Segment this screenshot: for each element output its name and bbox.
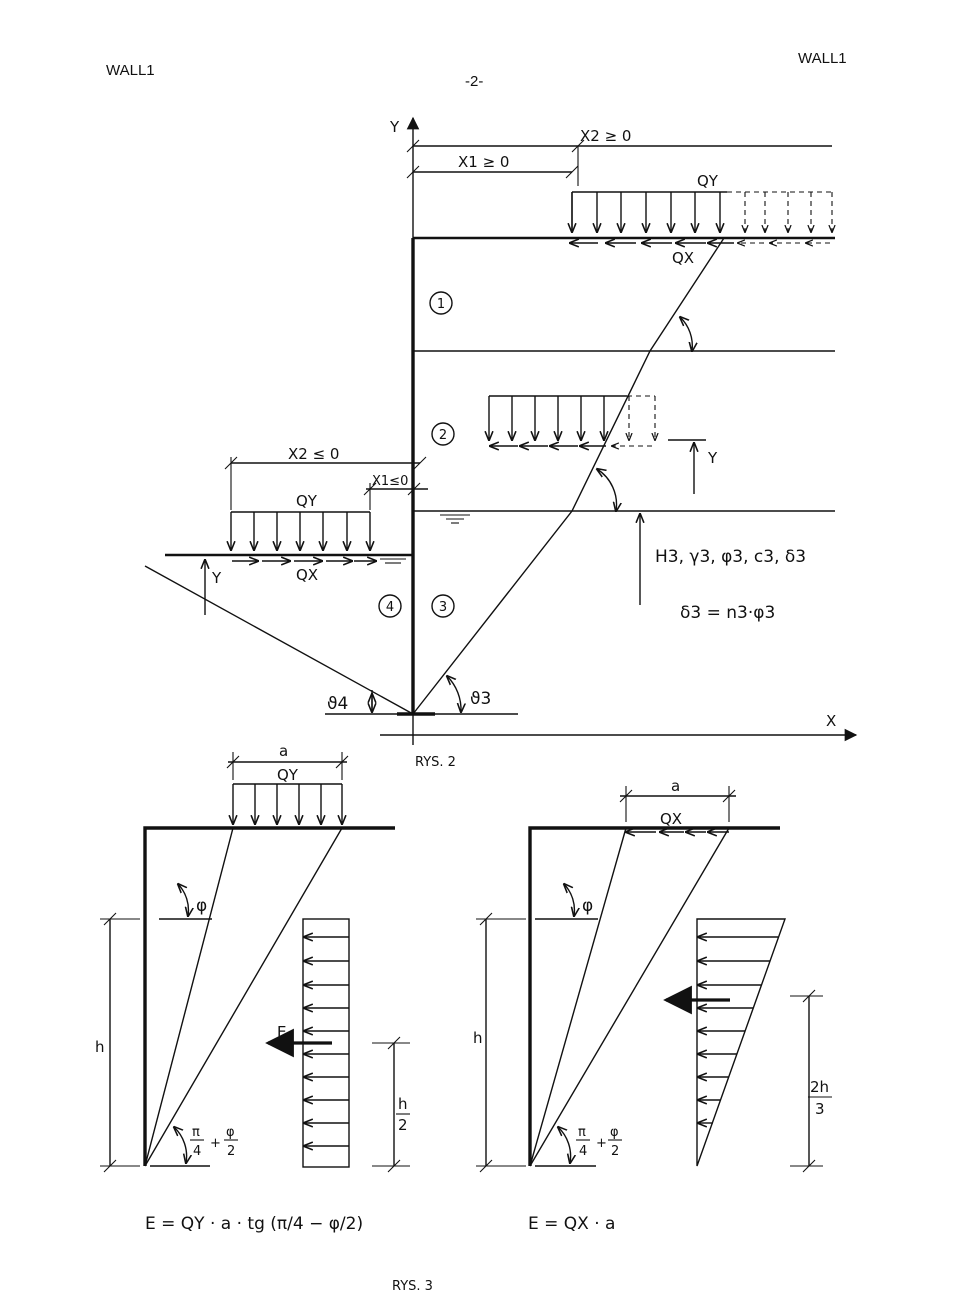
water-table-icon	[440, 514, 470, 524]
caption-rys-3: RYS. 3	[392, 1279, 433, 1294]
right-phi-label: φ	[582, 896, 593, 916]
layer-2-marker: 2	[431, 422, 455, 446]
left-slip-line-1	[144, 827, 234, 1167]
right-dim-a: a	[671, 777, 680, 795]
layer-1-marker: 1	[429, 291, 453, 315]
right-pressure-diagram	[696, 918, 786, 1167]
right-h-label: h	[473, 1029, 483, 1047]
theta-3-arc	[447, 676, 461, 712]
qy-top-label: QY	[697, 172, 719, 190]
right-two-thirds-label: 2h 3	[808, 1078, 832, 1118]
angle-arc-layer-1	[680, 317, 692, 351]
angle-arc-layer-2	[597, 469, 617, 511]
page-number: -2-	[465, 73, 483, 90]
y-axis-label: Y	[389, 118, 400, 136]
svg-text:4: 4	[579, 1144, 587, 1159]
dim-x2-negative: X2 ≤ 0	[288, 445, 339, 463]
right-angle-arc	[558, 1127, 571, 1163]
x-axis-label: X	[826, 712, 836, 730]
svg-text:2: 2	[611, 1144, 619, 1159]
left-resultant-label: E	[277, 1023, 286, 1041]
right-slip-line-1	[529, 827, 627, 1167]
svg-text:h: h	[398, 1095, 408, 1113]
layer-4-marker: 4	[378, 594, 402, 618]
left-slip-line-2	[144, 827, 343, 1167]
right-qx-label: QX	[660, 810, 682, 828]
left-dim-a: a	[279, 742, 288, 760]
layer-3-marker: 3	[431, 594, 455, 618]
svg-text:+: +	[210, 1136, 221, 1151]
svg-text:2: 2	[227, 1144, 235, 1159]
svg-text:2: 2	[398, 1116, 408, 1134]
left-h-label: h	[95, 1038, 105, 1056]
right-angle-fraction: π 4 + φ 2	[576, 1125, 622, 1159]
svg-text:4: 4	[386, 600, 394, 615]
svg-text:4: 4	[193, 1144, 201, 1159]
figure-rys-3-right: a QX φ h π 4 + φ 2	[473, 777, 832, 1234]
theta-3-label: ϑ3	[470, 689, 491, 709]
qy-left-label: QY	[296, 492, 318, 510]
figure-rys-3-left: a QY φ h π 4 + φ	[95, 742, 410, 1234]
left-angle-arc	[174, 1127, 187, 1163]
figure-rys-2: Y X X2 ≥ 0 X1 ≥ 0	[144, 116, 858, 770]
svg-text:φ: φ	[226, 1125, 235, 1140]
slip-line-active	[412, 237, 725, 715]
delta-equation: δ3 = n3·φ3	[680, 603, 775, 623]
svg-text:3: 3	[439, 600, 447, 615]
layer-3-parameters: H3, γ3, φ3, c3, δ3	[655, 547, 806, 567]
qy-left-load-arrows	[231, 512, 370, 550]
theta-4-label: ϑ4	[327, 694, 348, 714]
svg-text:φ: φ	[610, 1125, 619, 1140]
left-pressure-arrows	[304, 937, 349, 1146]
caption-rys-2: RYS. 2	[415, 755, 456, 770]
right-wall	[528, 826, 780, 1166]
dim-x1-positive: X1 ≥ 0	[458, 153, 509, 171]
left-phi-label: φ	[196, 896, 207, 916]
left-qy-load-arrows	[233, 784, 342, 824]
water-table-left-icon	[380, 558, 406, 564]
svg-text:3: 3	[815, 1100, 825, 1118]
qy-top-load-arrows	[572, 192, 720, 232]
left-wall	[143, 826, 395, 1166]
svg-text:1: 1	[437, 297, 445, 312]
svg-text:π: π	[192, 1125, 200, 1140]
left-phi-arc	[178, 884, 188, 916]
header-right: WALL1	[798, 50, 847, 67]
header-left: WALL1	[106, 62, 155, 79]
left-formula: E = QY · a · tg (π/4 − φ/2)	[145, 1214, 363, 1234]
left-half-h-label: h 2	[396, 1095, 410, 1134]
left-qy-label: QY	[277, 766, 299, 784]
svg-text:2h: 2h	[810, 1078, 829, 1096]
dim-x2-positive: X2 ≥ 0	[580, 127, 631, 145]
qx-top-label: QX	[672, 249, 694, 267]
svg-text:+: +	[596, 1136, 607, 1151]
dim-x1-negative: X1≤0	[372, 474, 408, 489]
y-mid-label: Y	[707, 449, 718, 467]
qy-mid-load-arrows	[489, 396, 604, 440]
right-pressure-arrows	[698, 937, 778, 1123]
right-formula: E = QX · a	[528, 1214, 615, 1234]
left-angle-fraction: π 4 + φ 2	[190, 1125, 238, 1159]
right-phi-arc	[564, 884, 574, 916]
y-left-label: Y	[211, 569, 222, 587]
slip-line-passive	[144, 565, 414, 715]
qx-left-label: QX	[296, 566, 318, 584]
svg-text:2: 2	[439, 428, 447, 443]
right-slip-line-2	[529, 827, 730, 1167]
svg-text:π: π	[578, 1125, 586, 1140]
qy-top-extension-arrows	[745, 192, 832, 232]
